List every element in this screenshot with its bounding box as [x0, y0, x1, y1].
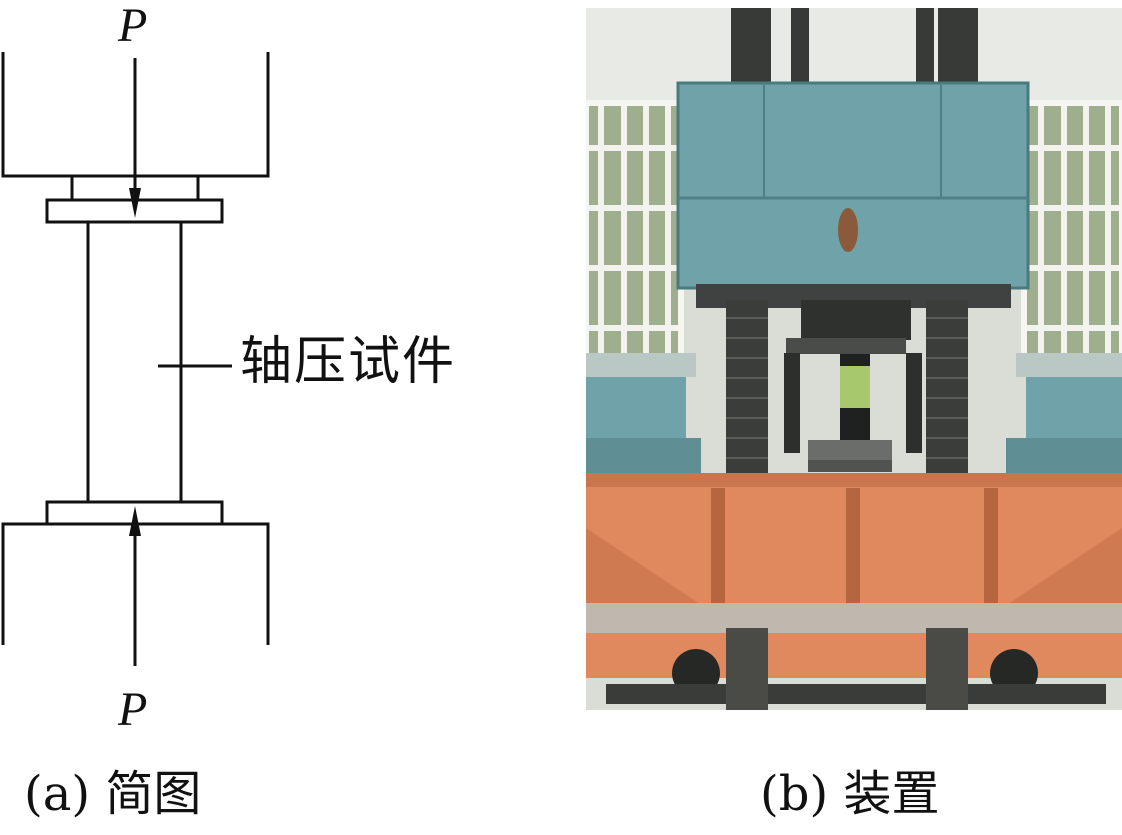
side-supports	[586, 353, 1122, 473]
axial-specimen	[86, 220, 183, 504]
caption-a: (a) 简图	[24, 766, 202, 822]
apparatus-illustration	[586, 8, 1122, 710]
force-label-bottom: P	[118, 683, 148, 736]
top-force-arrowhead	[129, 188, 141, 218]
orange-base	[586, 473, 1122, 678]
specimen-label: 轴压试件	[240, 332, 457, 392]
force-label-top: P	[118, 0, 148, 52]
blue-crosshead	[676, 81, 1030, 290]
right-window	[1021, 100, 1122, 366]
bottom-force-arrowhead	[129, 506, 141, 536]
caption-b: (b) 装置	[760, 766, 940, 822]
schematic-diagram: P P 轴压试件	[0, 0, 560, 760]
left-window	[586, 100, 684, 366]
schematic-drawing	[1, 52, 270, 666]
apparatus-photo	[586, 8, 1122, 710]
specimen-in-machine	[808, 354, 892, 472]
